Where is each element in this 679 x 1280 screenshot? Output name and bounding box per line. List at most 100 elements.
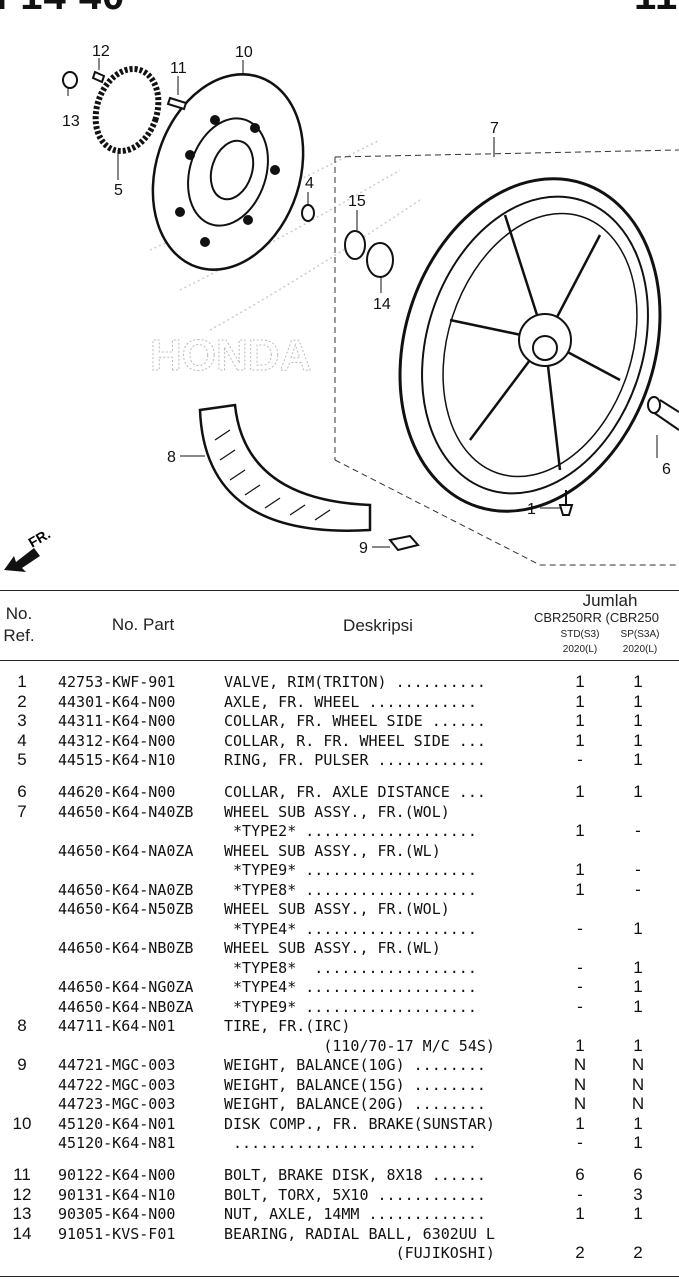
part-number-cell: 44311-K64-N00 <box>58 712 176 730</box>
header-part-no: No. Part <box>111 615 175 634</box>
description-cell: WEIGHT, BALANCE(15G) ........ <box>224 1075 486 1094</box>
ref-cell: 11 <box>13 1165 31 1184</box>
ref-cell: 14 <box>12 1223 32 1243</box>
callout-8: 8 <box>167 449 176 466</box>
callout-15: 15 <box>348 193 366 210</box>
std-qty-cell: - <box>577 996 583 1016</box>
sp-qty-cell: 1 <box>633 730 643 750</box>
std-qty-cell: - <box>577 977 583 996</box>
description-cell: WHEEL SUB ASSY., FR.(WOL) <box>224 900 450 918</box>
tire-part <box>198 403 372 532</box>
description-cell: *TYPE9* ................... <box>224 997 477 1016</box>
description-cell: (FUJIKOSHI) <box>224 1244 495 1262</box>
brake-disk-bolt <box>166 96 188 111</box>
description-cell: BOLT, TORX, 5X10 ............ <box>224 1185 486 1204</box>
description-cell: NUT, AXLE, 14MM ............. <box>224 1205 486 1223</box>
std-qty-cell: 1 <box>575 691 585 711</box>
description-cell: AXLE, FR. WHEEL ............ <box>224 692 477 711</box>
exploded-parts-diagram: HONDA <box>4 43 679 572</box>
header-model-name: CBR250RR (CBR250 <box>534 610 659 625</box>
rim-valve <box>558 490 574 516</box>
sp-qty-cell: N <box>631 1094 645 1113</box>
header-ref-no: No. <box>5 604 33 623</box>
sp-qty-cell: 1 <box>633 711 643 730</box>
std-qty-cell: 1 <box>575 672 585 691</box>
std-qty-cell: 1 <box>575 711 585 730</box>
std-qty-cell: 1 <box>575 782 585 801</box>
ref-cell: 10 <box>12 1113 32 1133</box>
sp-qty-cell: 1 <box>633 782 643 801</box>
std-qty-cell: N <box>573 1094 587 1113</box>
ref-cell: 5 <box>17 750 27 769</box>
wheel-side-collar <box>301 204 315 222</box>
callout-1: 1 <box>527 501 536 518</box>
part-number-cell: 44650-K64-NA0ZB <box>58 880 194 899</box>
pulser-ring <box>92 65 162 155</box>
description-cell: *TYPE9* ................... <box>224 861 477 879</box>
sp-qty-cell: 1 <box>633 957 643 977</box>
description-cell: ........................... <box>224 1134 477 1152</box>
std-qty-cell: 1 <box>575 821 585 840</box>
part-number-cell: 44650-K64-NA0ZA <box>58 841 194 860</box>
header-std-label: STD(S3) <box>560 629 600 640</box>
description-cell: BOLT, BRAKE DISK, 8X18 ...... <box>224 1166 486 1184</box>
callout-7: 7 <box>490 120 499 137</box>
callout-14: 14 <box>373 296 391 313</box>
ref-cell: 13 <box>12 1204 32 1223</box>
sp-qty-cell: 1 <box>633 1133 643 1152</box>
sp-qty-cell: 1 <box>633 977 643 996</box>
callout-4: 4 <box>305 175 314 192</box>
description-cell: WHEEL SUB ASSY., FR.(WL) <box>224 939 441 957</box>
section-code-fragment: I 14 40 <box>0 0 125 19</box>
description-cell: *TYPE4* ................... <box>224 919 477 938</box>
description-cell: DISK COMP., FR. BRAKE(SUNSTAR) <box>224 1114 495 1133</box>
part-number-cell: 44723-MGC-003 <box>58 1095 176 1113</box>
part-number-cell: 44515-K64-N10 <box>58 751 176 769</box>
table-row: *TYPE4* ...................-1 <box>0 919 679 939</box>
front-direction-arrow-icon: FR. <box>4 525 53 572</box>
sp-qty-cell: 6 <box>633 1165 643 1184</box>
radial-bearing <box>366 242 394 278</box>
table-row: *TYPE8* ..................-1 <box>0 958 679 978</box>
part-number-cell: 90305-K64-N00 <box>58 1205 176 1223</box>
sp-qty-cell: 1 <box>633 1113 643 1133</box>
brake-disk <box>151 73 305 271</box>
std-qty-cell: - <box>577 918 583 938</box>
sp-qty-cell: 1 <box>633 996 643 1016</box>
description-cell: COLLAR, FR. WHEEL SIDE ...... <box>224 712 486 730</box>
part-number-cell: 44620-K64-N00 <box>58 783 176 801</box>
table-row: 44723-MGC-003 WEIGHT, BALANCE(20G) ......… <box>0 1094 679 1114</box>
callout-5: 5 <box>114 182 123 199</box>
description-cell: WEIGHT, BALANCE(20G) ........ <box>224 1095 486 1113</box>
part-number-cell: 44650-K64-NB0ZA <box>58 997 194 1016</box>
sp-qty-cell: 3 <box>633 1184 643 1204</box>
std-qty-cell: 1 <box>575 1113 585 1133</box>
axle-nut <box>62 71 78 89</box>
std-qty-cell: 2 <box>575 1243 585 1262</box>
std-qty-cell: 1 <box>575 879 585 899</box>
axle-part <box>647 396 679 431</box>
ref-cell: 3 <box>17 711 27 730</box>
callout-6: 6 <box>662 461 671 478</box>
header-sp-label: SP(S3A) <box>620 629 660 640</box>
sp-qty-cell: 1 <box>633 691 643 711</box>
std-qty-cell: - <box>577 957 583 977</box>
honda-watermark: HONDA <box>150 331 311 380</box>
std-qty-cell: - <box>577 750 583 769</box>
description-cell: (110/70-17 M/C 54S) <box>224 1036 495 1055</box>
callout-9: 9 <box>359 540 368 557</box>
part-number-cell: 45120-K64-N01 <box>58 1114 176 1133</box>
ref-cell: 9 <box>17 1055 27 1074</box>
balance-weight <box>388 534 420 552</box>
header-std-year: 2020(L) <box>562 644 598 655</box>
callout-10: 10 <box>235 44 253 61</box>
ref-cell: 4 <box>17 730 27 750</box>
leader-lines <box>67 58 658 548</box>
sp-qty-cell: N <box>631 1074 645 1094</box>
